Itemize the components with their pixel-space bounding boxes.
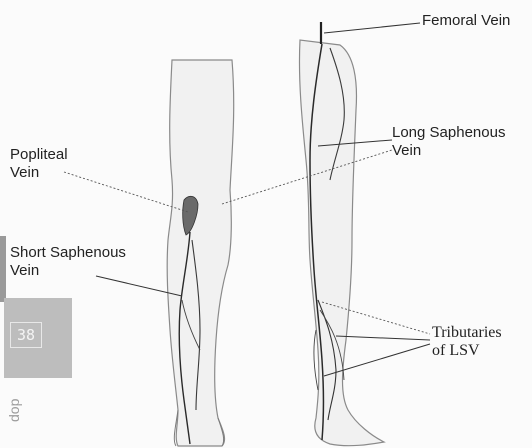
label-short-saphenous-vein: Short Saphenous Vein bbox=[10, 244, 126, 280]
label-long-saphenous-vein: Long Saphenous Vein bbox=[392, 124, 505, 160]
margin-side-text: dop bbox=[6, 382, 30, 422]
leader-lines bbox=[64, 23, 430, 376]
left-leg-outline bbox=[167, 60, 234, 446]
label-tributaries: Tributaries of LSV bbox=[432, 324, 502, 360]
leader-femoral bbox=[324, 23, 420, 33]
leader-popliteal bbox=[64, 172, 188, 212]
leader-trib-2 bbox=[336, 336, 430, 340]
left-leg bbox=[167, 60, 234, 446]
right-leg bbox=[299, 22, 384, 446]
margin-bar bbox=[0, 236, 6, 302]
label-popliteal-vein: Popliteal Vein bbox=[10, 146, 68, 182]
page-number: 38 bbox=[10, 322, 42, 348]
label-femoral-vein: Femoral Vein bbox=[422, 12, 510, 30]
